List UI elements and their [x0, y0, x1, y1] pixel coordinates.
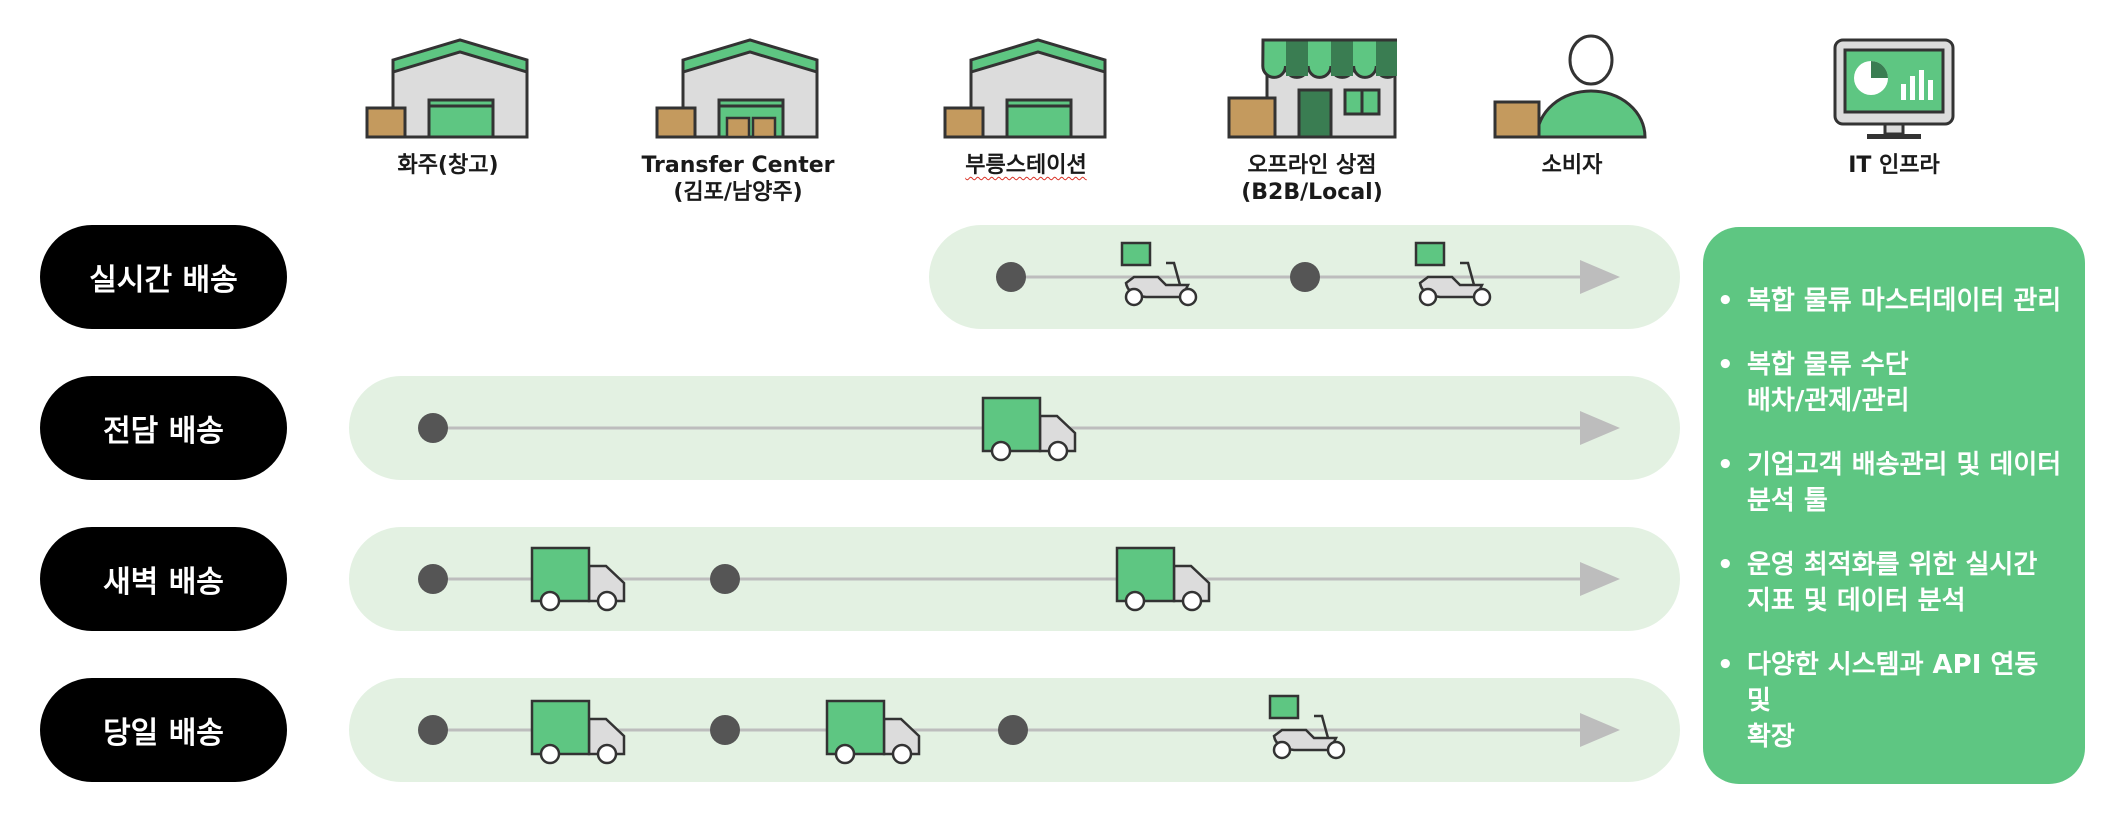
- transfer-center-icon: [655, 38, 819, 139]
- motorcycle-icon: [1120, 241, 1198, 307]
- row-label-dedicated-delivery: 전담 배송: [40, 376, 287, 480]
- truck-icon: [825, 699, 921, 765]
- node-label: Transfer Center (김포/남양주): [641, 153, 835, 205]
- node-offline-store: 오프라인 상점 (B2B/Local): [1192, 30, 1432, 206]
- node-label: 화주(창고): [397, 153, 499, 178]
- stop-dot: [418, 715, 448, 745]
- station-icon: [943, 38, 1107, 139]
- truck-icon: [1115, 546, 1211, 612]
- it-infra-list: 복합 물류 마스터데이터 관리 복합 물류 수단 배차/관제/관리 기업고객 배…: [1717, 283, 2071, 755]
- it-infra-item: 다양한 시스템과 API 연동 및 확장: [1717, 647, 2071, 755]
- stop-dot: [1290, 262, 1320, 292]
- stop-dot: [418, 564, 448, 594]
- it-infra-item: 운영 최적화를 위한 실시간 지표 및 데이터 분석: [1717, 547, 2071, 619]
- monitor-icon: [1833, 38, 1955, 139]
- motorcycle-icon: [1414, 241, 1492, 307]
- truck-icon: [981, 396, 1077, 462]
- row-label-realtime-delivery: 실시간 배송: [40, 225, 287, 329]
- stop-dot: [998, 715, 1028, 745]
- it-infra-panel: 복합 물류 마스터데이터 관리 복합 물류 수단 배차/관제/관리 기업고객 배…: [1703, 227, 2085, 784]
- truck-icon: [530, 699, 626, 765]
- node-label: IT 인프라: [1848, 153, 1940, 178]
- node-label: 부릉스테이션: [965, 153, 1087, 178]
- node-label: 소비자: [1541, 153, 1603, 178]
- stop-dot: [996, 262, 1026, 292]
- it-infra-item: 기업고객 배송관리 및 데이터 분석 툴: [1717, 447, 2071, 519]
- node-label: 오프라인 상점 (B2B/Local): [1241, 153, 1383, 205]
- node-vroong-station: 부릉스테이션: [906, 30, 1146, 179]
- route-realtime-delivery: [996, 241, 1620, 307]
- stop-dot: [418, 413, 448, 443]
- node-it-infra: IT 인프라: [1774, 30, 2014, 179]
- node-shipper-warehouse: 화주(창고): [328, 30, 568, 179]
- stop-dot: [710, 715, 740, 745]
- it-infra-item: 복합 물류 마스터데이터 관리: [1717, 283, 2071, 319]
- consumer-icon: [1493, 34, 1647, 139]
- node-transfer-center: Transfer Center (김포/남양주): [618, 30, 858, 206]
- store-icon: [1227, 38, 1397, 139]
- row-label-dawn-delivery: 새벽 배송: [40, 527, 287, 631]
- truck-icon: [530, 546, 626, 612]
- route-dawn-delivery: [418, 546, 1620, 612]
- route-sameday-delivery: [418, 694, 1620, 765]
- warehouse-icon: [365, 38, 529, 139]
- motorcycle-icon: [1268, 694, 1346, 760]
- it-infra-item: 복합 물류 수단 배차/관제/관리: [1717, 347, 2071, 419]
- stop-dot: [710, 564, 740, 594]
- node-consumer: 소비자: [1452, 30, 1692, 179]
- row-label-sameday-delivery: 당일 배송: [40, 678, 287, 782]
- route-dedicated-delivery: [418, 396, 1620, 462]
